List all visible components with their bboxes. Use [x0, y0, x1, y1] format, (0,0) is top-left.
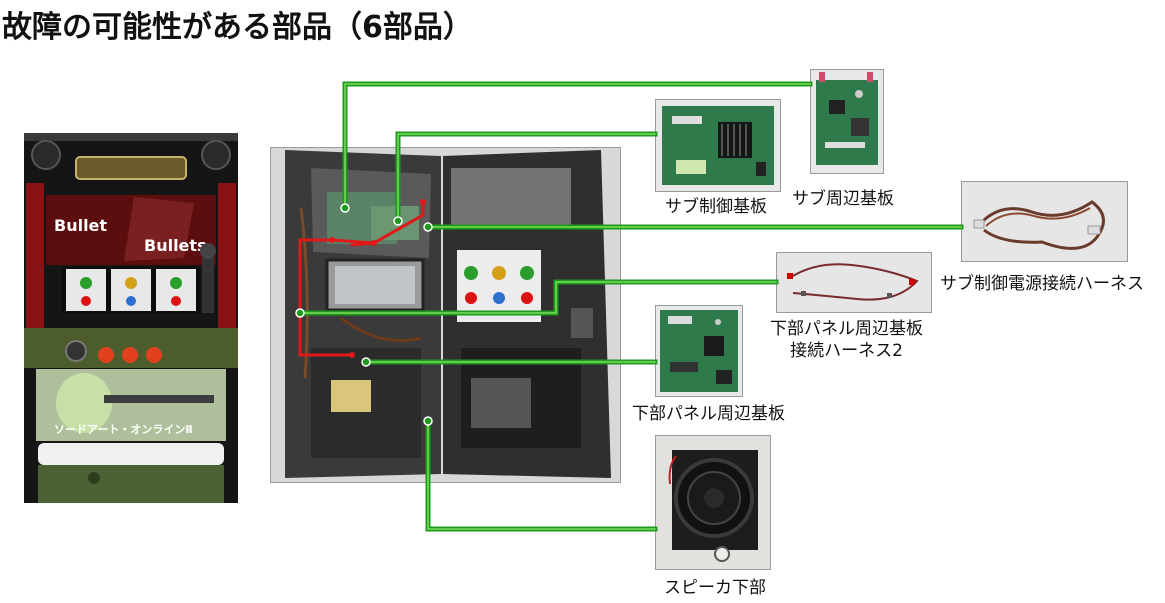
- sub-peripheral-board-photo: [810, 69, 884, 174]
- sub-control-board-photo: [655, 99, 781, 192]
- page-title: 故障の可能性がある部品（6部品）: [2, 10, 473, 45]
- slot-machine-front-photo: Bullet Bullets ソードアート・オンラインⅡ: [24, 133, 238, 503]
- line-lower-panel-harness2: [297, 279, 779, 316]
- lower-panel-board-photo: [655, 305, 743, 397]
- svg-text:Bullets: Bullets: [144, 236, 207, 255]
- label-sub-peripheral-board: サブ周辺基板: [792, 189, 894, 209]
- lower-panel-harness2-photo: [776, 252, 932, 313]
- label-speaker-lower: スピーカ下部: [664, 578, 766, 598]
- connection-points: [295, 199, 433, 426]
- label-sub-control-power-harness: サブ制御電源接続ハーネス: [940, 274, 1144, 294]
- sub-control-power-harness-photo: [961, 181, 1128, 262]
- speaker-lower-photo: [655, 435, 771, 570]
- line-speaker-lower: [425, 418, 658, 532]
- line-sub-control-board: [395, 131, 658, 224]
- line-sub-peripheral-board: [342, 81, 813, 211]
- label-lower-panel-harness2-line2: 接続ハーネス2: [790, 341, 903, 361]
- svg-text:ソードアート・オンラインⅡ: ソードアート・オンラインⅡ: [54, 423, 193, 436]
- label-sub-control-board: サブ制御基板: [665, 197, 767, 217]
- label-lower-panel-harness2: 下部パネル周辺基板 接続ハーネス2: [770, 318, 923, 362]
- label-lower-panel-board: 下部パネル周辺基板: [632, 404, 785, 424]
- red-harness-route: [298, 200, 425, 357]
- svg-text:Bullet: Bullet: [54, 216, 107, 235]
- label-lower-panel-harness2-line1: 下部パネル周辺基板: [770, 319, 923, 339]
